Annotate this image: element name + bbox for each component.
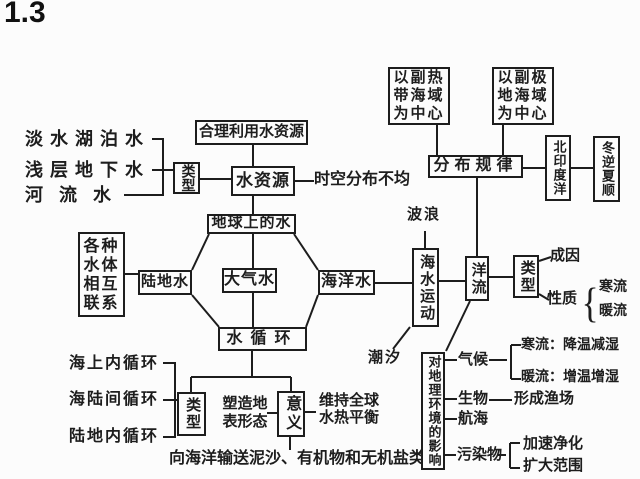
label-shape-surface: 塑造地表形态 [222, 396, 268, 430]
node-earth-water: 地球上的水 [207, 214, 296, 234]
node-atmospheric-water: 大气水 [222, 268, 277, 293]
label-warm-current: 暖流 [599, 304, 627, 319]
label-cause: 成因 [550, 248, 581, 264]
node-north-indian-ocean: 北印度洋 [545, 135, 571, 201]
label-warm-effect: 暖流：增温增湿 [521, 370, 619, 385]
connector-water-resources [124, 138, 314, 214]
label-shallow-groundwater: 浅层地下水 [25, 160, 150, 180]
node-monsoon-rule: 冬逆夏顺 [593, 136, 620, 202]
node-ocean-water: 海洋水 [318, 270, 375, 295]
node-water-resources: 水资源 [231, 166, 295, 196]
label-tides: 潮汐 [368, 350, 403, 366]
node-ocean-current: 洋流 [465, 256, 489, 301]
node-water-cycle: 水循环 [218, 327, 307, 351]
node-type-water-resources: 类型 [173, 162, 200, 194]
label-nature: 性质 [547, 291, 578, 307]
connector-influence [445, 344, 521, 469]
label-heat-water-balance: 维持全球水热平衡 [318, 393, 379, 426]
node-type-water-cycle: 类型 [177, 392, 206, 436]
label-river-water: 河流水 [25, 185, 127, 205]
label-navigation: 航海 [458, 411, 489, 427]
node-subtropical-center: 以副热带海域为中心 [388, 67, 450, 125]
node-rational-use: 合理利用水资源 [195, 120, 308, 145]
label-waves: 波浪 [407, 207, 442, 223]
label-purify: 加速净化 [523, 436, 584, 452]
label-uneven-distribution: 时空分布不均 [314, 171, 411, 188]
label-pollutant: 污染物 [457, 447, 503, 463]
node-sea-water-motion: 海水运动 [412, 248, 439, 327]
label-transport-to-ocean: 向海洋输送泥沙、有机物和无机盐类 [169, 450, 426, 467]
node-subpolar-center: 以副极地海域为中心 [492, 67, 554, 125]
brace-nature: { [581, 281, 599, 327]
label-biology: 生物 [458, 391, 489, 407]
label-sea-land-cycle: 海陆间循环 [69, 391, 160, 408]
node-distribution-law: 分布规律 [428, 155, 523, 178]
label-land-internal-cycle: 陆地内循环 [69, 428, 160, 445]
label-expand: 扩大范围 [523, 458, 584, 474]
label-climate: 气候 [458, 352, 489, 368]
label-freshwater-lake: 淡水湖泊水 [25, 129, 150, 149]
label-cold-effect: 寒流：降温减湿 [521, 338, 619, 353]
connector-sea-motion [392, 231, 465, 350]
connector-water-cycle [163, 351, 316, 450]
node-land-water: 陆地水 [138, 270, 192, 295]
node-meaning: 意义 [277, 391, 305, 437]
node-influence-on-environment: 对地理环境的影响 [421, 352, 445, 470]
section-number: 1.3 [4, 0, 46, 29]
connector-ocean-current [436, 125, 593, 352]
node-water-bodies-interlinked: 各种水体相互联系 [78, 232, 125, 317]
label-cold-current: 寒流 [599, 280, 627, 295]
label-sea-internal-cycle: 海上内循环 [69, 355, 160, 372]
label-fishery: 形成渔场 [514, 391, 575, 407]
node-type-current: 类型 [513, 255, 539, 298]
